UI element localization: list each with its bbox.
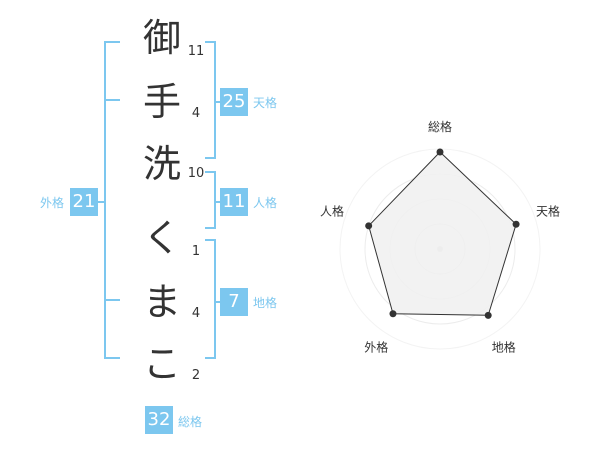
tenkaku-badge: 25 [220, 88, 248, 116]
gaikaku-badge: 21 [70, 188, 98, 216]
tenkaku-label: 天格 [253, 96, 278, 110]
radar-axis-label: 地格 [492, 340, 516, 355]
chikaku-badge: 7 [220, 288, 248, 316]
radar-point [365, 222, 373, 230]
tenkaku-bracket [205, 41, 216, 159]
chikaku-bracket [205, 239, 216, 359]
name-char-4: く [142, 216, 181, 260]
gaikaku-label: 外格 [40, 196, 65, 210]
stroke-count-6: 2 [191, 368, 201, 383]
radar-point [484, 311, 492, 319]
name-char-2: 手 [142, 80, 181, 124]
radar-point [389, 310, 397, 318]
radar-point [512, 220, 520, 228]
stroke-count-4: 1 [191, 244, 201, 259]
name-char-3: 洗 [142, 142, 181, 186]
jinkaku-label: 人格 [253, 196, 278, 210]
soukaku-badge: 32 [145, 406, 173, 434]
soukaku-label: 総格 [178, 415, 203, 429]
name-char-1: 御 [142, 16, 181, 60]
radar-value-shape [368, 151, 517, 316]
radar-axis-label: 人格 [320, 203, 344, 218]
stroke-count-1: 11 [187, 44, 205, 59]
radar-point [436, 148, 444, 156]
name-char-6: こ [142, 342, 181, 386]
radar-axis-label: 外格 [364, 340, 388, 355]
radar-axis-label: 総格 [428, 119, 452, 134]
stroke-count-3: 10 [187, 166, 205, 181]
jinkaku-badge: 11 [220, 188, 248, 216]
stroke-count-2: 4 [191, 106, 201, 121]
chikaku-label: 地格 [253, 296, 278, 310]
name-char-5: ま [142, 280, 181, 324]
radar-axis-label: 天格 [536, 203, 560, 218]
gaikaku-bracket [104, 41, 120, 359]
jinkaku-bracket [205, 171, 216, 229]
stroke-count-5: 4 [191, 306, 201, 321]
